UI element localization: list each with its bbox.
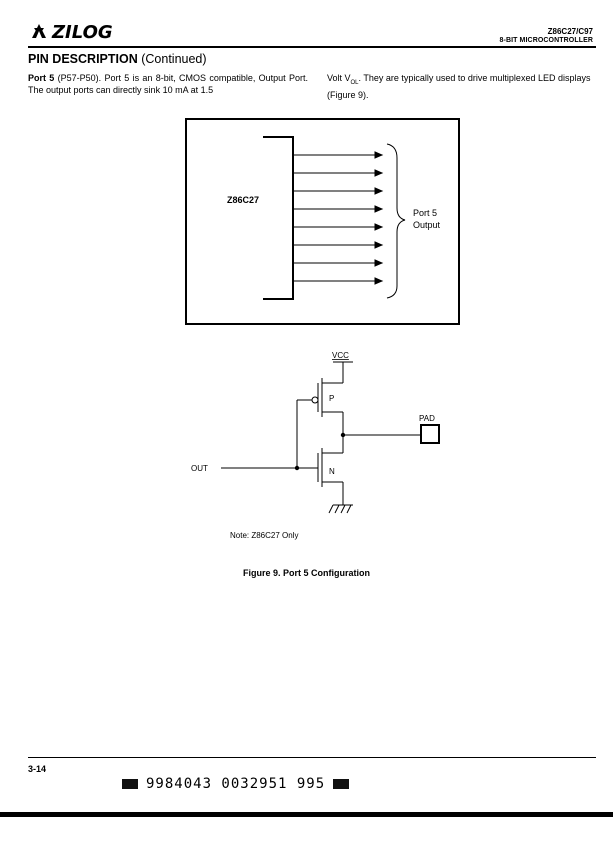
barcode-block-left — [122, 779, 138, 789]
vol-subscript: OL — [350, 79, 359, 86]
footer-rule — [28, 757, 596, 758]
paragraph-left-text: (P57-P50). Port 5 is an 8-bit, CMOS comp… — [28, 73, 308, 95]
section-title-bold: PIN DESCRIPTION — [28, 52, 138, 66]
section-title-rest: (Continued) — [137, 52, 207, 66]
output-brace — [386, 143, 406, 299]
port5-block-diagram: Z86C27 Port 5 Output — [185, 118, 460, 325]
header-rule — [28, 46, 596, 48]
p-label: P — [329, 394, 334, 403]
section-title: PIN DESCRIPTION (Continued) — [28, 52, 207, 66]
figure-note: Note: Z86C27 Only — [230, 531, 299, 540]
figure-frame — [185, 118, 460, 325]
paragraph-right-pre: Volt V — [327, 73, 351, 83]
output-label: Output — [413, 220, 441, 230]
n-label: N — [329, 467, 335, 476]
part-number: Z86C27/C97 — [547, 27, 593, 36]
bottom-bar — [0, 812, 613, 817]
out-label: OUT — [191, 464, 208, 473]
port5-term: Port 5 — [28, 73, 55, 83]
figure-caption: Figure 9. Port 5 Configuration — [242, 568, 370, 578]
paragraph-right: Volt VOL. They are typically used to dri… — [327, 72, 597, 101]
page-number: 3-14 — [28, 764, 47, 774]
barcode-block-right — [333, 779, 350, 789]
cmos-output-schematic: VCC P N PAD OUT — [191, 351, 440, 514]
barcode-digits: 9984043 0032951 995 — [146, 776, 326, 792]
vcc-label: VCC — [332, 351, 349, 360]
barcode: 9984043 0032951 995 — [122, 776, 350, 792]
output-arrows — [293, 151, 384, 285]
chip-label: Z86C27 — [227, 195, 259, 205]
zilog-logo: ZILOG — [32, 22, 113, 42]
gate-node — [294, 465, 300, 471]
chip-outline — [263, 136, 294, 300]
output-node — [340, 432, 346, 438]
paragraph-right-post: . They are typically used to drive multi… — [327, 73, 591, 100]
paragraph-left: Port 5 (P57-P50). Port 5 is an 8-bit, CM… — [28, 72, 308, 96]
pad-label: PAD — [419, 414, 435, 423]
brand-wordmark: ZILOG — [51, 22, 113, 42]
header-subtitle: 8-BIT MICROCONTROLLER — [499, 37, 593, 44]
port-label: Port 5 — [413, 208, 437, 218]
